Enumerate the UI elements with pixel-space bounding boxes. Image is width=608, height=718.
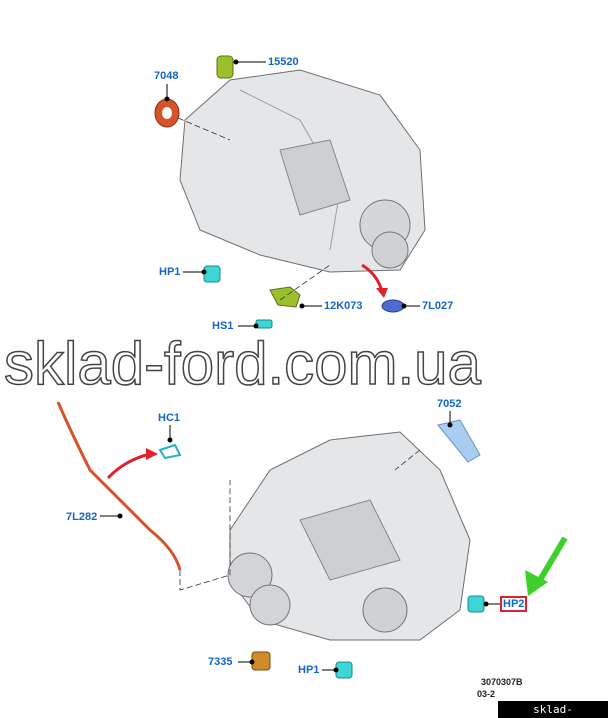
bushing-7335 bbox=[251, 651, 271, 671]
green-arrow-icon bbox=[537, 536, 568, 582]
label-hp1-top[interactable]: HP1 bbox=[159, 266, 181, 278]
label-7048[interactable]: 7048 bbox=[154, 70, 179, 82]
plug-hp2 bbox=[467, 595, 485, 613]
plug-hp1-top bbox=[203, 265, 221, 283]
label-hc1[interactable]: HC1 bbox=[158, 412, 181, 424]
diagram-code: 3070307B bbox=[481, 677, 523, 687]
label-7052[interactable]: 7052 bbox=[437, 398, 462, 410]
label-hp1-bottom[interactable]: HP1 bbox=[298, 664, 320, 676]
red-arrow-bottom bbox=[106, 452, 151, 480]
label-7l027[interactable]: 7L027 bbox=[422, 300, 454, 312]
label-hp2[interactable]: HP2 bbox=[500, 596, 528, 612]
sensor-15520 bbox=[216, 55, 234, 79]
top-transmission bbox=[179, 69, 426, 273]
label-hs1[interactable]: HS1 bbox=[212, 320, 234, 332]
clip-hc1 bbox=[158, 443, 182, 460]
switch-12k073 bbox=[269, 286, 301, 308]
leader-lines bbox=[100, 59, 500, 673]
bracket-7052 bbox=[437, 419, 481, 463]
watermark: sklad-ford.com.ua bbox=[3, 330, 481, 397]
footer-watermark: sklad-ford.com.ua bbox=[498, 701, 608, 718]
label-12k073[interactable]: 12K073 bbox=[324, 300, 363, 312]
diagram-date: 03-2 bbox=[477, 689, 496, 699]
label-7l282[interactable]: 7L282 bbox=[66, 511, 98, 523]
bottom-transmission bbox=[227, 431, 471, 641]
hose-7l282 bbox=[56, 401, 182, 571]
bolt-hs1 bbox=[255, 319, 273, 329]
washer-7l027 bbox=[381, 299, 405, 313]
label-15520[interactable]: 15520 bbox=[268, 56, 299, 68]
label-7335[interactable]: 7335 bbox=[208, 656, 233, 668]
assembly-lines bbox=[177, 117, 421, 591]
